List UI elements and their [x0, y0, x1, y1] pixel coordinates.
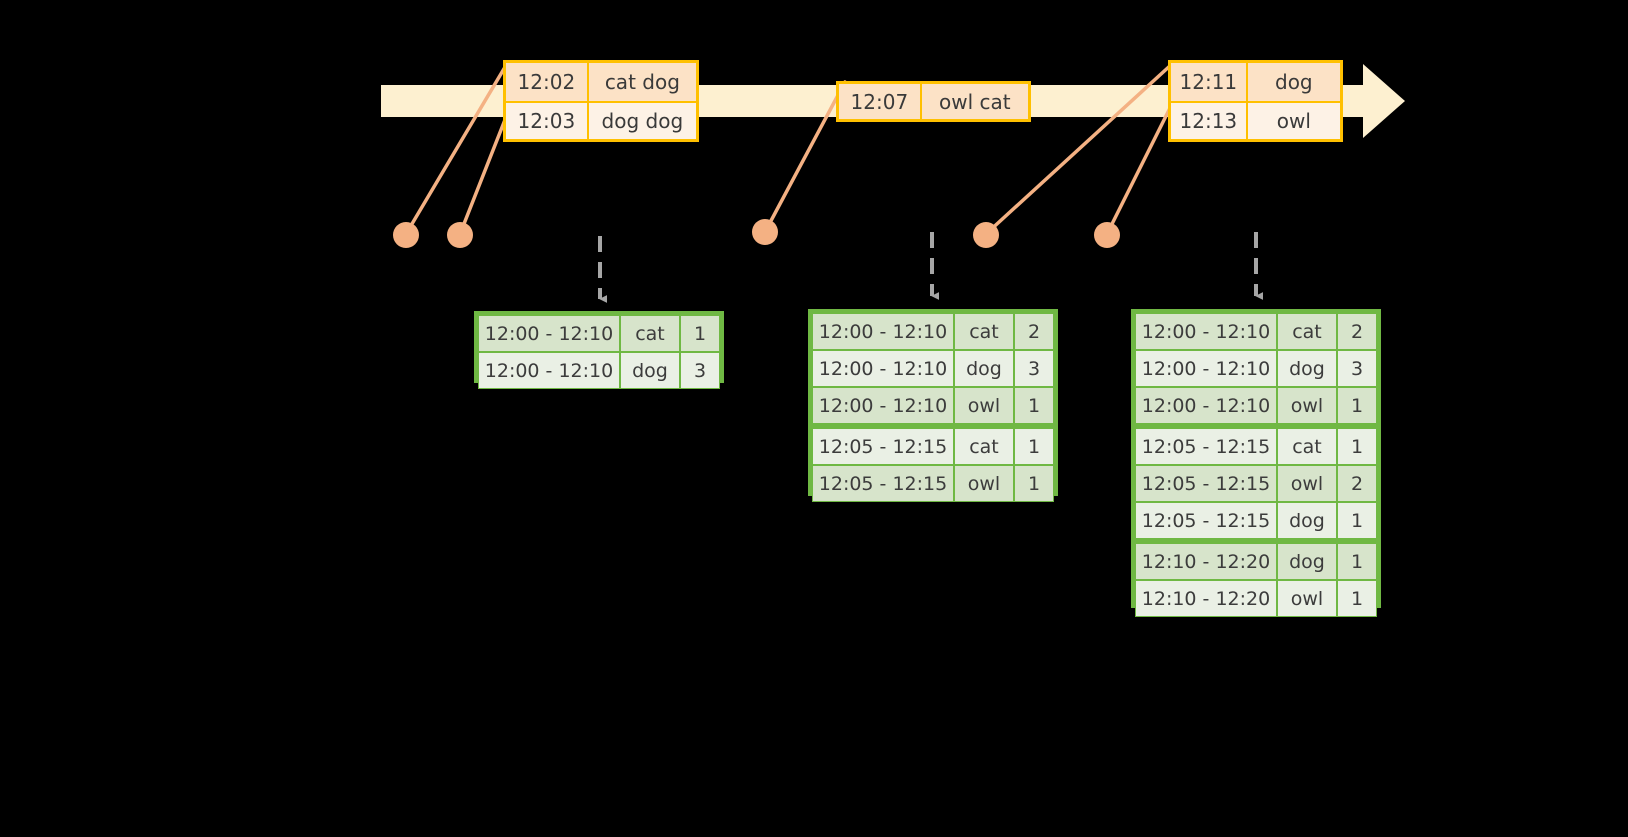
table-row[interactable]: 12:00 - 12:10 cat 2 — [1135, 313, 1377, 350]
event-row[interactable]: 12:11 dog — [1171, 63, 1340, 101]
marker-dot-3 — [752, 219, 778, 245]
dashed-arrows — [598, 232, 1264, 303]
cell-key: cat — [954, 428, 1014, 465]
cell-count: 2 — [1337, 313, 1377, 350]
cell-count: 1 — [1337, 580, 1377, 617]
cell-count: 1 — [1337, 428, 1377, 465]
cell-count: 1 — [1337, 387, 1377, 424]
cell-count: 3 — [680, 352, 720, 389]
cell-window: 12:05 - 12:15 — [812, 465, 954, 502]
cell-count: 1 — [680, 315, 720, 352]
cell-key: dog — [620, 352, 680, 389]
cell-window: 12:00 - 12:10 — [812, 313, 954, 350]
table-row[interactable]: 12:00 - 12:10 dog 3 — [1135, 350, 1377, 387]
cell-key: owl — [1277, 465, 1337, 502]
event-payload: owl — [1276, 109, 1311, 133]
cell-key: cat — [954, 313, 1014, 350]
marker-dots — [393, 219, 1120, 248]
cell-window: 12:10 - 12:20 — [1135, 580, 1277, 617]
result-table-1[interactable]: 12:00 - 12:10 cat 1 12:00 - 12:10 dog 3 — [474, 311, 724, 389]
event-group-2[interactable]: 12:07 owl cat — [836, 81, 1031, 122]
cell-key: owl — [954, 387, 1014, 424]
cell-key: cat — [1277, 428, 1337, 465]
table-row[interactable]: 12:05 - 12:15 owl 2 — [1135, 465, 1377, 502]
table-row[interactable]: 12:05 - 12:15 owl 1 — [812, 465, 1054, 502]
cell-window: 12:05 - 12:15 — [1135, 502, 1277, 539]
cell-window: 12:00 - 12:10 — [478, 352, 620, 389]
marker-dot-4 — [973, 222, 999, 248]
cell-window: 12:00 - 12:10 — [812, 350, 954, 387]
event-payload: dog — [1275, 70, 1313, 94]
table-row[interactable]: 12:00 - 12:10 owl 1 — [1135, 387, 1377, 424]
event-group-1[interactable]: 12:02 cat dog 12:03 dog dog — [503, 60, 699, 142]
event-time: 12:02 — [506, 63, 589, 101]
cell-window: 12:00 - 12:10 — [478, 315, 620, 352]
cell-window: 12:10 - 12:20 — [1135, 543, 1277, 580]
result-table-3[interactable]: 12:00 - 12:10 cat 2 12:00 - 12:10 dog 3 … — [1131, 309, 1381, 617]
marker-dot-1 — [393, 222, 419, 248]
event-row[interactable]: 12:13 owl — [1171, 101, 1340, 139]
event-payload: owl cat — [939, 89, 1011, 114]
table-row[interactable]: 12:05 - 12:15 cat 1 — [1135, 424, 1377, 465]
cell-key: dog — [1277, 543, 1337, 580]
cell-key: owl — [1277, 580, 1337, 617]
cell-count: 1 — [1337, 543, 1377, 580]
cell-count: 1 — [1337, 502, 1377, 539]
cell-count: 2 — [1337, 465, 1377, 502]
cell-key: owl — [954, 465, 1014, 502]
table-row[interactable]: 12:10 - 12:20 owl 1 — [1135, 580, 1377, 617]
event-row[interactable]: 12:02 cat dog — [506, 63, 696, 101]
table-row[interactable]: 12:00 - 12:10 owl 1 — [812, 387, 1054, 424]
cell-count: 1 — [1014, 465, 1054, 502]
event-time: 12:11 — [1171, 63, 1248, 101]
cell-window: 12:00 - 12:10 — [1135, 387, 1277, 424]
table-row[interactable]: 12:00 - 12:10 cat 2 — [812, 313, 1054, 350]
cell-window: 12:05 - 12:15 — [812, 428, 954, 465]
table-row[interactable]: 12:05 - 12:15 dog 1 — [1135, 502, 1377, 539]
cell-count: 3 — [1014, 350, 1054, 387]
cell-key: dog — [1277, 350, 1337, 387]
cell-window: 12:00 - 12:10 — [1135, 313, 1277, 350]
cell-key: cat — [620, 315, 680, 352]
event-row[interactable]: 12:03 dog dog — [506, 101, 696, 139]
table-row[interactable]: 12:00 - 12:10 cat 1 — [478, 315, 720, 352]
cell-key: owl — [1277, 387, 1337, 424]
connector-line-1 — [404, 60, 510, 236]
event-group-3[interactable]: 12:11 dog 12:13 owl — [1168, 60, 1343, 142]
marker-dot-5 — [1094, 222, 1120, 248]
cell-window: 12:05 - 12:15 — [1135, 428, 1277, 465]
cell-count: 2 — [1014, 313, 1054, 350]
cell-key: cat — [1277, 313, 1337, 350]
cell-window: 12:00 - 12:10 — [1135, 350, 1277, 387]
table-row[interactable]: 12:00 - 12:10 dog 3 — [478, 352, 720, 389]
cell-count: 3 — [1337, 350, 1377, 387]
cell-key: dog — [1277, 502, 1337, 539]
cell-count: 1 — [1014, 387, 1054, 424]
event-time: 12:07 — [839, 84, 922, 119]
event-time: 12:03 — [506, 103, 589, 139]
event-row[interactable]: 12:07 owl cat — [839, 84, 1028, 119]
event-time: 12:13 — [1171, 103, 1248, 139]
cell-window: 12:00 - 12:10 — [812, 387, 954, 424]
event-payload: dog dog — [601, 109, 684, 133]
cell-window: 12:05 - 12:15 — [1135, 465, 1277, 502]
marker-dot-2 — [447, 222, 473, 248]
table-row[interactable]: 12:00 - 12:10 dog 3 — [812, 350, 1054, 387]
connector-line-5 — [1105, 102, 1174, 236]
table-row[interactable]: 12:05 - 12:15 cat 1 — [812, 424, 1054, 465]
connector-line-3 — [763, 80, 847, 234]
result-table-2[interactable]: 12:00 - 12:10 cat 2 12:00 - 12:10 dog 3 … — [808, 309, 1058, 502]
event-payload: cat dog — [604, 70, 680, 94]
cell-key: dog — [954, 350, 1014, 387]
table-row[interactable]: 12:10 - 12:20 dog 1 — [1135, 539, 1377, 580]
cell-count: 1 — [1014, 428, 1054, 465]
